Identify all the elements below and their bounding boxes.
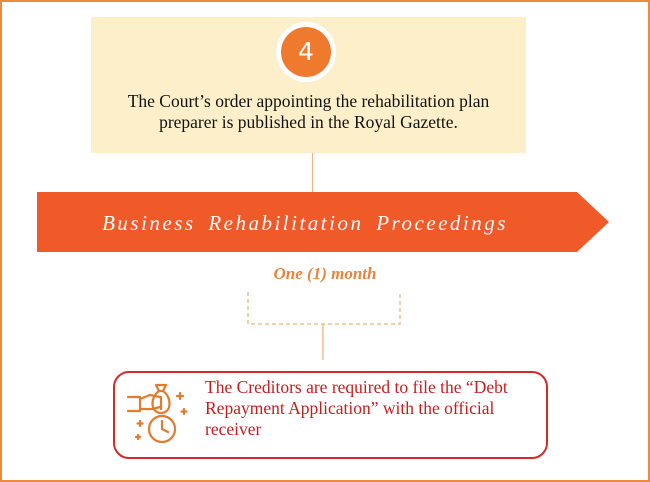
- step-description: The Court’s order appointing the rehabil…: [127, 91, 490, 132]
- step-number-badge: 4: [276, 22, 336, 82]
- creditor-description: The Creditors are required to file the “…: [205, 377, 508, 439]
- hand-money-bag-clock-icon: [126, 383, 188, 444]
- step-number: 4: [281, 27, 331, 77]
- duration-label: One (1) month: [273, 264, 377, 283]
- creditor-box: [113, 371, 548, 459]
- duration-bracket: [247, 292, 401, 360]
- connector-line: [312, 153, 313, 192]
- banner-arrow: [37, 192, 609, 252]
- banner-label: Business Rehabilitation Proceedings: [102, 211, 508, 235]
